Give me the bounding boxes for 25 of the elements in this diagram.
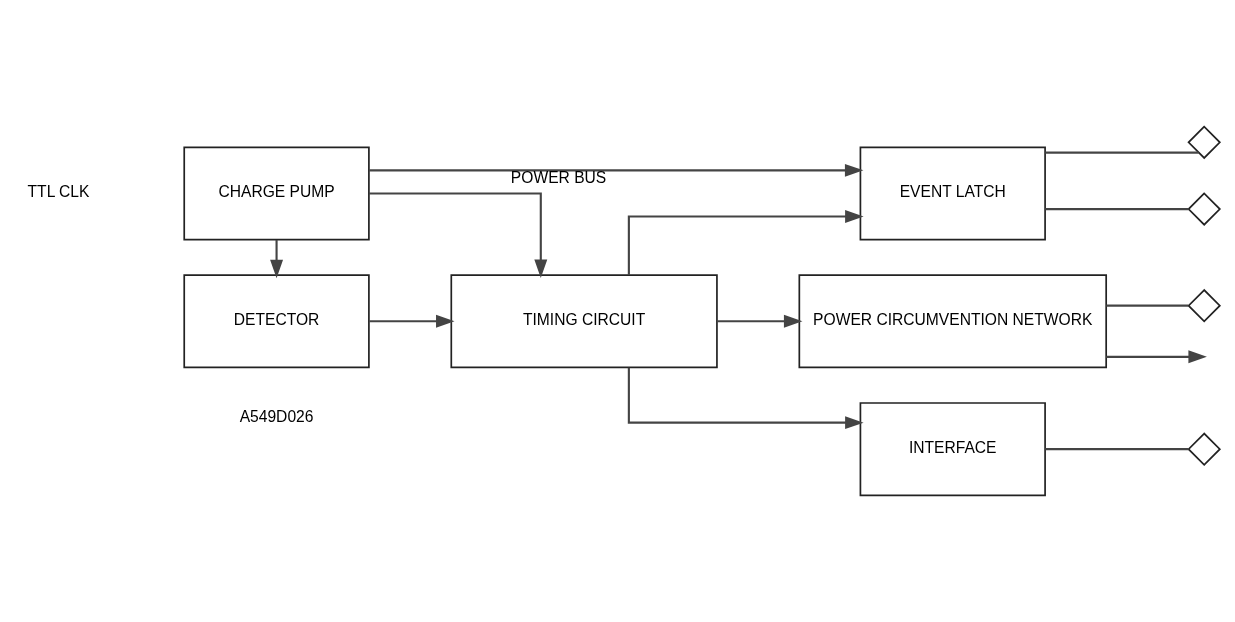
connector [1106,304,1189,307]
connector [1045,208,1189,211]
label: A549D026 [239,407,314,425]
arrow [270,239,284,279]
arrow [627,367,864,430]
node-diamond [1187,432,1222,466]
node-box: INTERFACE [859,402,1046,497]
node-diamond [1187,192,1222,226]
node-box: CHARGE PUMP [183,146,370,241]
node-diamond [1187,125,1222,160]
connector [1045,151,1199,154]
node-box: TIMING CIRCUIT [450,274,718,369]
arrow [627,210,864,276]
node-box: POWER CIRCUMVENTION NETWORK [798,274,1107,369]
label: TTL CLK [27,183,90,201]
connector [1045,448,1189,451]
arrow [368,192,548,278]
node-box: DETECTOR [183,274,370,369]
edge-label: POWER BUS [510,168,607,186]
node-diamond [1187,288,1222,323]
arrow [369,163,864,177]
node-box: EVENT LATCH [859,146,1046,241]
arrow [1106,350,1207,364]
arrow [369,314,455,328]
arrow [717,314,803,328]
